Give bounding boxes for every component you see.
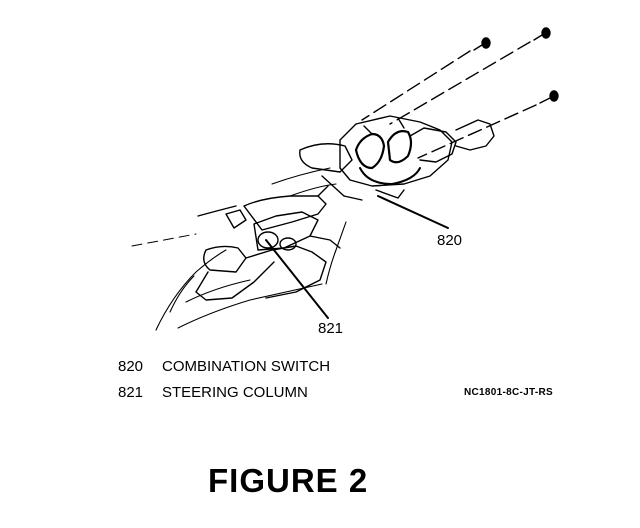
body-outline xyxy=(155,167,347,331)
legend-label: STEERING COLUMN xyxy=(162,384,308,401)
callout-821: 821 xyxy=(318,320,344,337)
figure-title: FIGURE 2 xyxy=(208,462,369,499)
screw-top-left xyxy=(361,37,491,121)
legend-number: 821 xyxy=(118,384,144,401)
reference-code: NC1801-8C-JT-RS xyxy=(464,387,553,398)
steering-column xyxy=(195,185,341,301)
leader-line-821 xyxy=(265,239,329,319)
callout-820: 820 xyxy=(437,232,463,249)
screw-top-right xyxy=(389,27,551,125)
legend-row-combination-switch: 820 COMBINATION SWITCH xyxy=(118,358,330,375)
screw-right xyxy=(417,90,559,159)
combination-switch xyxy=(299,115,495,201)
legend-label: COMBINATION SWITCH xyxy=(162,358,331,375)
legend-number: 820 xyxy=(118,358,144,375)
centerline xyxy=(131,233,197,247)
leader-line-820 xyxy=(377,195,449,229)
legend-row-steering-column: 821 STEERING COLUMN xyxy=(118,384,308,401)
